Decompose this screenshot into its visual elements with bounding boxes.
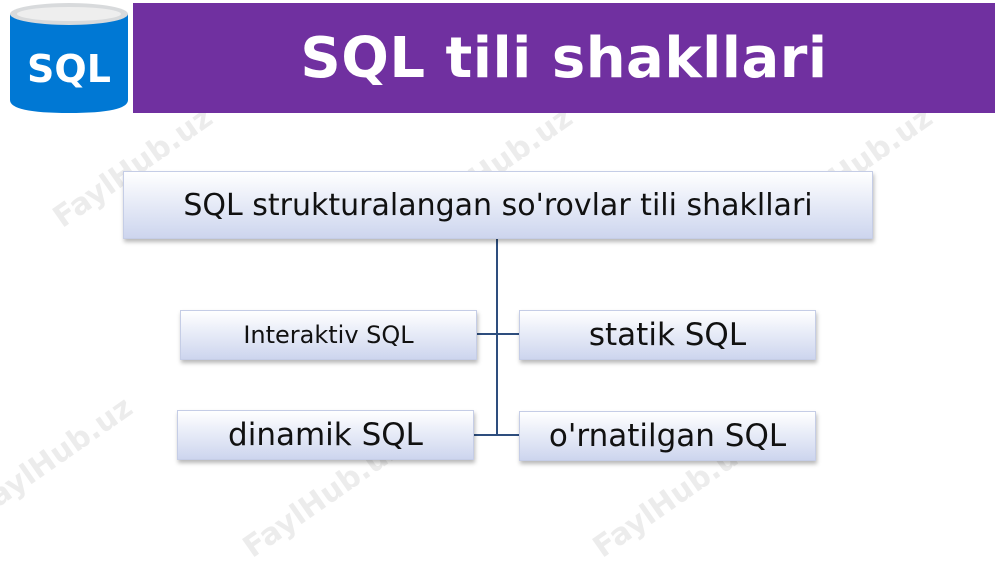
page-title: SQL tili shakllari [300,25,828,91]
node-interaktiv-sql: Interaktiv SQL [180,310,477,360]
node-ornatilgan-sql: o'rnatilgan SQL [519,411,816,461]
logo-text: SQL [27,47,111,91]
sql-database-logo-icon: SQL [10,3,128,113]
root-node: SQL strukturalangan so'rovlar tili shakl… [123,171,873,239]
node-dinamik-sql: dinamik SQL [177,410,474,460]
header-bar [133,3,995,113]
node-statik-sql: statik SQL [519,310,816,360]
